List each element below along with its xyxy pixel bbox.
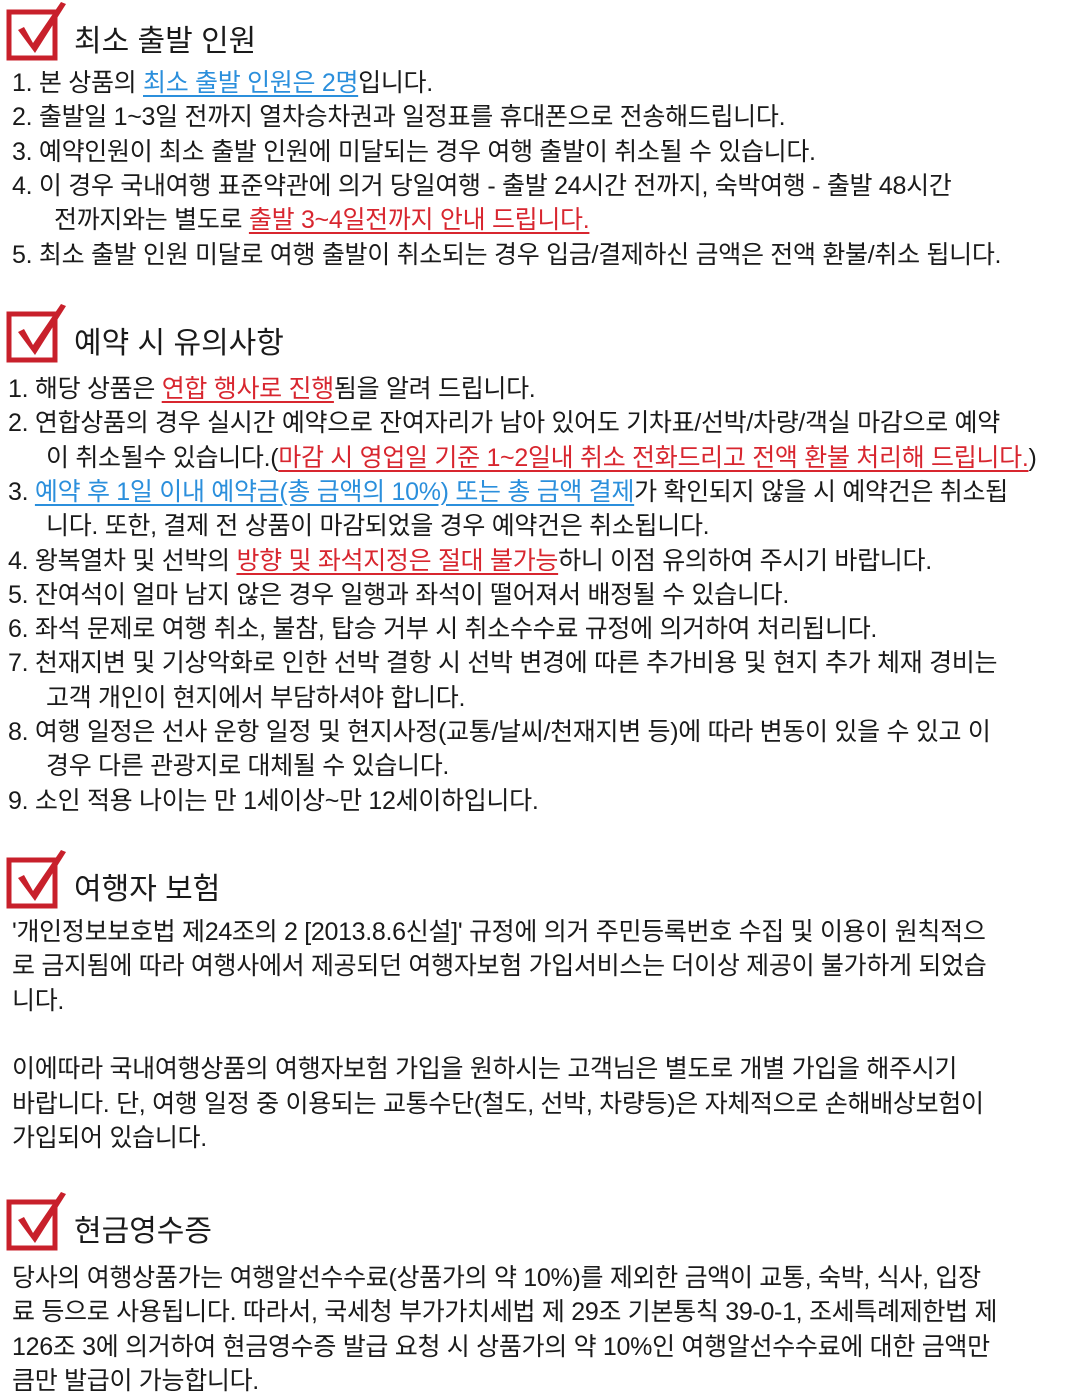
text-line: 5. 잔여석이 얼마 남지 않은 경우 일행과 좌석이 떨어져서 배정될 수 있…	[8, 578, 789, 612]
highlight-red-text: 출발 3~4일전까지 안내 드립니다.	[248, 206, 590, 235]
text-segment: 가입되어 있습니다.	[12, 1123, 207, 1152]
text-segment: 2. 출발일 1~3일 전까지 열차승차권과 일정표를 휴대폰으로 전송해드립니…	[12, 103, 786, 132]
text-segment: 경우 다른 관광지로 대체될 수 있습니다.	[46, 752, 450, 781]
checkbox-checked-icon	[6, 302, 66, 364]
section-title: 현금영수증	[74, 1215, 212, 1248]
text-segment: 4. 왕복열차 및 선박의	[8, 546, 237, 575]
text-segment: 4. 이 경우 국내여행 표준약관에 의거 당일여행 - 출발 24시간 전까지…	[12, 171, 952, 200]
section-heading: 현금영수증	[6, 1192, 212, 1252]
text-segment: 큼만 발급이 가능합니다.	[12, 1366, 259, 1395]
text-line: 큼만 발급이 가능합니다.	[12, 1364, 259, 1398]
text-line: 2. 출발일 1~3일 전까지 열차승차권과 일정표를 휴대폰으로 전송해드립니…	[12, 100, 786, 134]
text-segment: 이 취소될수 있습니다.(	[46, 443, 279, 472]
text-line: 8. 여행 일정은 선사 운항 일정 및 현지사정(교통/날씨/천재지변 등)에…	[8, 715, 991, 749]
highlight-red-text: 마감 시 영업일 기준 1~2일내 취소 전화드리고 전액 환불 처리해 드립니…	[278, 443, 1029, 472]
text-segment: 당사의 여행상품가는 여행알선수수료(상품가의 약 10%)를 제외한 금액이 …	[12, 1264, 981, 1292]
highlight-blue-text: 예약 후 1일 이내 예약금(총 금액의 10%) 또는 총 금액 결제	[34, 477, 635, 506]
text-line: 전까지와는 별도로 출발 3~4일전까지 안내 드립니다.	[54, 203, 590, 237]
highlight-red-text: 방향 및 좌석지정은 절대 불가능	[236, 546, 559, 575]
text-segment: 1. 해당 상품은	[8, 375, 162, 403]
text-segment: 됨을 알려 드립니다.	[333, 375, 536, 403]
highlight-blue-text: 최소 출발 인원은 2명	[143, 69, 359, 97]
text-segment: 5. 최소 출발 인원 미달로 여행 출발이 취소되는 경우 입금/결제하신 금…	[12, 240, 1002, 269]
highlight-red-text: 연합 행사로 진행	[161, 375, 335, 403]
text-segment: 9. 소인 적용 나이는 만 1세이상~만 12세이하입니다.	[8, 786, 539, 815]
text-segment: 8. 여행 일정은 선사 운항 일정 및 현지사정(교통/날씨/천재지변 등)에…	[8, 718, 991, 746]
section-title: 여행자 보험	[74, 873, 221, 906]
text-segment: 바랍니다. 단, 여행 일정 중 이용되는 교통수단(철도, 선박, 차량등)은…	[12, 1089, 984, 1118]
text-line: '개인정보보호법 제24조의 2 [2013.8.6신설]' 규정에 의거 주민…	[12, 915, 986, 949]
section-heading: 최소 출발 인원	[6, 2, 256, 62]
text-segment: 하니 이점 유의하여 주시기 바랍니다.	[558, 546, 932, 575]
text-line: 3. 예약 후 1일 이내 예약금(총 금액의 10%) 또는 총 금액 결제가…	[8, 475, 1008, 509]
text-segment: 료 등으로 사용됩니다. 따라서, 국세청 부가가치세법 제 29조 기본통칙 …	[12, 1298, 998, 1327]
text-line: 7. 천재지변 및 기상악화로 인한 선박 결항 시 선박 변경에 따른 추가비…	[8, 646, 997, 680]
text-segment: 6. 좌석 문제로 여행 취소, 불참, 탑승 거부 시 취소수수료 규정에 의…	[8, 615, 878, 644]
text-line: 니다.	[12, 984, 64, 1018]
text-line: 이 취소될수 있습니다.(마감 시 영업일 기준 1~2일내 취소 전화드리고 …	[46, 441, 1037, 475]
section-title: 예약 시 유의사항	[74, 327, 284, 360]
text-segment: 이에따라 국내여행상품의 여행자보험 가입을 원하시는 고객님은 별도로 개별 …	[12, 1055, 958, 1084]
checkbox-checked-icon	[6, 0, 66, 62]
text-line: 3. 예약인원이 최소 출발 인원에 미달되는 경우 여행 출발이 취소될 수 …	[12, 135, 816, 169]
text-segment: 전까지와는 별도로	[54, 206, 249, 235]
text-line: 경우 다른 관광지로 대체될 수 있습니다.	[46, 749, 449, 783]
section-title: 최소 출발 인원	[74, 25, 257, 58]
section-heading: 예약 시 유의사항	[6, 304, 284, 364]
text-line: 바랍니다. 단, 여행 일정 중 이용되는 교통수단(철도, 선박, 차량등)은…	[12, 1087, 984, 1121]
text-line: 1. 해당 상품은 연합 행사로 진행됨을 알려 드립니다.	[8, 372, 536, 406]
text-line: 가입되어 있습니다.	[12, 1121, 207, 1155]
text-line: 2. 연합상품의 경우 실시간 예약으로 잔여자리가 남아 있어도 기차표/선박…	[8, 406, 1000, 440]
text-segment: )	[1028, 443, 1037, 472]
text-line: 이에따라 국내여행상품의 여행자보험 가입을 원하시는 고객님은 별도로 개별 …	[12, 1052, 957, 1086]
text-segment: 입니다.	[358, 69, 433, 97]
text-line: 4. 왕복열차 및 선박의 방향 및 좌석지정은 절대 불가능하니 이점 유의하…	[8, 544, 932, 578]
text-segment: 로 금지됨에 따라 여행사에서 제공되던 여행자보험 가입서비스는 더이상 제공…	[12, 952, 987, 981]
text-segment: 2. 연합상품의 경우 실시간 예약으로 잔여자리가 남아 있어도 기차표/선박…	[8, 409, 1000, 438]
text-segment: 7. 천재지변 및 기상악화로 인한 선박 결항 시 선박 변경에 따른 추가비…	[8, 649, 998, 678]
text-line: 126조 3에 의거하여 현금영수증 발급 요청 시 상품가의 약 10%인 여…	[12, 1330, 990, 1364]
text-line: 4. 이 경우 국내여행 표준약관에 의거 당일여행 - 출발 24시간 전까지…	[12, 169, 952, 203]
text-segment: 니다. 또한, 결제 전 상품이 마감되었을 경우 예약건은 취소됩니다.	[46, 512, 710, 541]
text-line: 5. 최소 출발 인원 미달로 여행 출발이 취소되는 경우 입금/결제하신 금…	[12, 238, 1001, 272]
text-segment: 가 확인되지 않을 시 예약건은 취소됩	[634, 477, 1008, 506]
text-line: 니다. 또한, 결제 전 상품이 마감되었을 경우 예약건은 취소됩니다.	[46, 509, 710, 543]
text-line: 당사의 여행상품가는 여행알선수수료(상품가의 약 10%)를 제외한 금액이 …	[12, 1261, 981, 1295]
text-line: 6. 좌석 문제로 여행 취소, 불참, 탑승 거부 시 취소수수료 규정에 의…	[8, 612, 877, 646]
text-line: 로 금지됨에 따라 여행사에서 제공되던 여행자보험 가입서비스는 더이상 제공…	[12, 949, 987, 983]
section-heading: 여행자 보험	[6, 850, 220, 910]
text-segment: 5. 잔여석이 얼마 남지 않은 경우 일행과 좌석이 떨어져서 배정될 수 있…	[8, 580, 790, 609]
text-line: 료 등으로 사용됩니다. 따라서, 국세청 부가가치세법 제 29조 기본통칙 …	[12, 1295, 998, 1329]
text-segment: 126조 3에 의거하여 현금영수증 발급 요청 시 상품가의 약 10%인 여…	[12, 1332, 990, 1361]
text-line: 1. 본 상품의 최소 출발 인원은 2명입니다.	[12, 66, 433, 100]
text-segment: 3. 예약인원이 최소 출발 인원에 미달되는 경우 여행 출발이 취소될 수 …	[12, 137, 816, 166]
text-segment: '개인정보보호법 제24조의 2 [2013.8.6신설]' 규정에 의거 주민…	[12, 918, 986, 946]
text-segment: 3.	[8, 477, 35, 506]
text-line: 9. 소인 적용 나이는 만 1세이상~만 12세이하입니다.	[8, 784, 539, 818]
text-segment: 1. 본 상품의	[12, 69, 143, 97]
text-segment: 니다.	[12, 986, 65, 1015]
text-line: 고객 개인이 현지에서 부담하셔야 합니다.	[46, 681, 465, 715]
checkbox-checked-icon	[6, 1190, 66, 1252]
checkbox-checked-icon	[6, 848, 66, 910]
text-segment: 고객 개인이 현지에서 부담하셔야 합니다.	[46, 683, 466, 712]
